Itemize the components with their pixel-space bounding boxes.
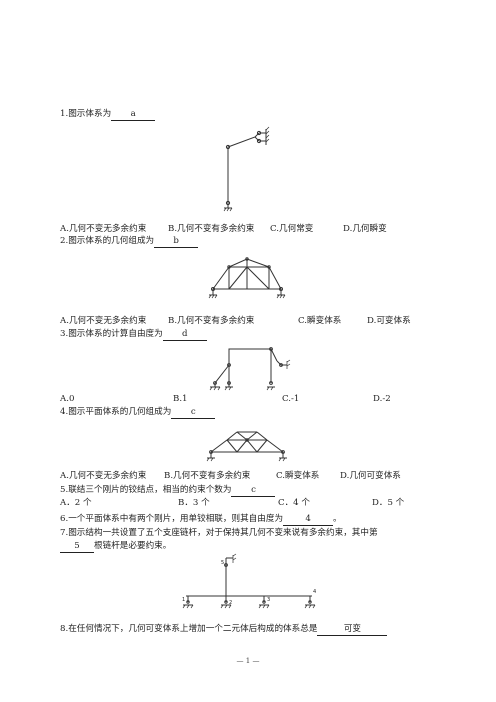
svg-text:5: 5 [221,560,224,566]
options-2: A.几何不变无多余约束 B.几何不变有多余约束 C.瞬变体系 D.可变体系 [60,316,411,326]
figure-3 [209,347,291,391]
answer-blank-7: 5 [60,541,94,553]
options-1: A.几何不变无多余约束 B.几何不变有多余约束 C.几何常变 D.几何瞬变 [60,224,387,234]
svg-text:1: 1 [182,597,185,603]
answer-blank-4: c [171,407,216,419]
svg-text:3: 3 [267,597,270,603]
answer-blank-1: a [111,109,156,121]
figure-7: 1 2 3 4 5 [182,553,316,609]
page-footer: — 1 — [236,657,260,665]
answer-blank-3: d [162,329,207,341]
svg-text:2: 2 [229,600,232,606]
figure-1 [223,126,270,212]
question-7-line-1: 7.图示结构一共设置了五个支座链杆，对于保持其几何不变来说有多余约束，其中第 [60,528,378,538]
answer-blank-6: 4 [283,514,334,526]
options-4: A.几何不变无多余约束 B.几何不变有多余约束 C.瞬变体系 D.几何可变体系 [60,471,401,481]
question-8: 8.在任何情况下，几何可变体系上增加一个二元体后构成的体系总是可变 [60,624,388,636]
options-3: A.0 B.1 C.-1 D.-2 [60,394,391,404]
figure-2 [208,257,286,299]
figure-4 [206,431,287,462]
answer-blank-2: b [154,236,199,248]
options-5: A．2 个 B．3 个 C．4 个 D．5 个 [60,498,405,508]
svg-text:4: 4 [313,589,316,595]
answer-blank-8: 可变 [317,624,388,636]
answer-blank-5: c [231,485,276,497]
